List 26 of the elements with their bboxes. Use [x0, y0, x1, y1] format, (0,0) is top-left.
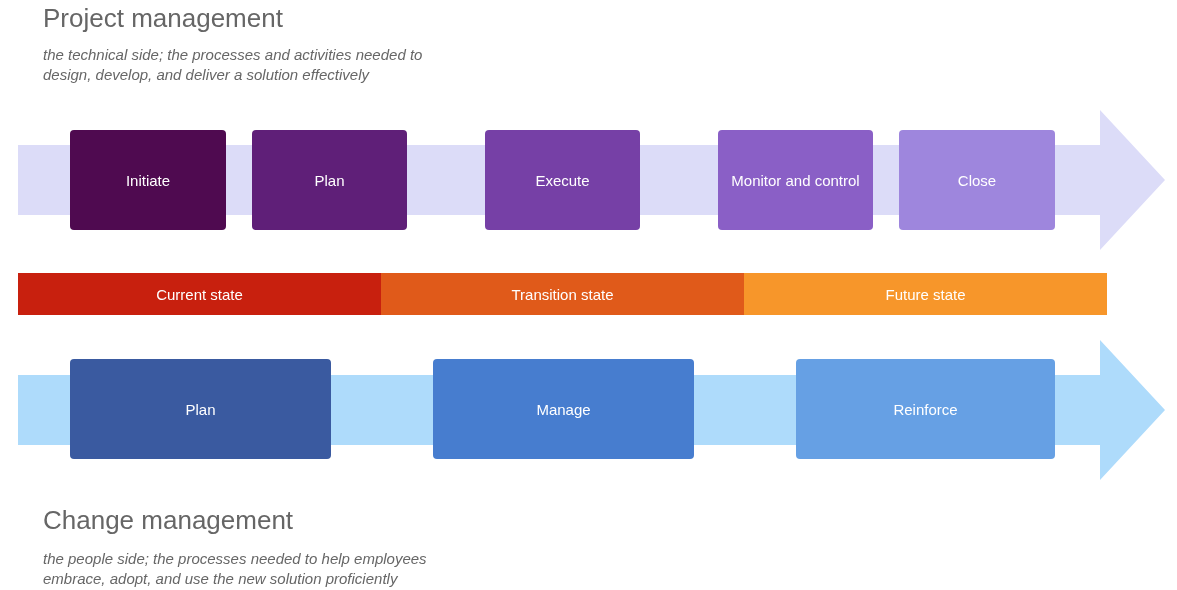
- process-box: [899, 130, 1055, 230]
- box-label: Reinforce: [893, 400, 958, 418]
- state-bar-segment: [18, 273, 381, 315]
- process-box: [485, 130, 640, 230]
- state-bar-segment: [744, 273, 1107, 315]
- box-label: Plan: [314, 171, 345, 189]
- box-label: Plan: [185, 400, 216, 418]
- box-label: Future state: [885, 285, 966, 303]
- box-label: Transition state: [511, 285, 614, 303]
- state-bar-segment: [381, 273, 744, 315]
- box-label: Manage: [536, 400, 591, 418]
- box-label: Current state: [156, 285, 243, 303]
- process-box: [433, 359, 694, 459]
- process-box: [252, 130, 407, 230]
- process-box: [718, 130, 873, 230]
- box-label: Monitor and control: [731, 171, 860, 189]
- heading: Change management: [43, 504, 295, 537]
- box-label: Execute: [535, 171, 590, 189]
- description: the people side; the processes needed to help employees embrace, adopt, and use the new solution proficiently: [43, 549, 428, 588]
- heading: Project management: [43, 2, 284, 35]
- process-box: [796, 359, 1055, 459]
- process-box: [70, 359, 331, 459]
- box-label: Initiate: [125, 171, 171, 189]
- box-label: Close: [957, 171, 997, 189]
- process-box: [70, 130, 226, 230]
- description: the technical side; the processes and activities needed to design, develop, and deliver a solution effectively: [43, 45, 424, 84]
